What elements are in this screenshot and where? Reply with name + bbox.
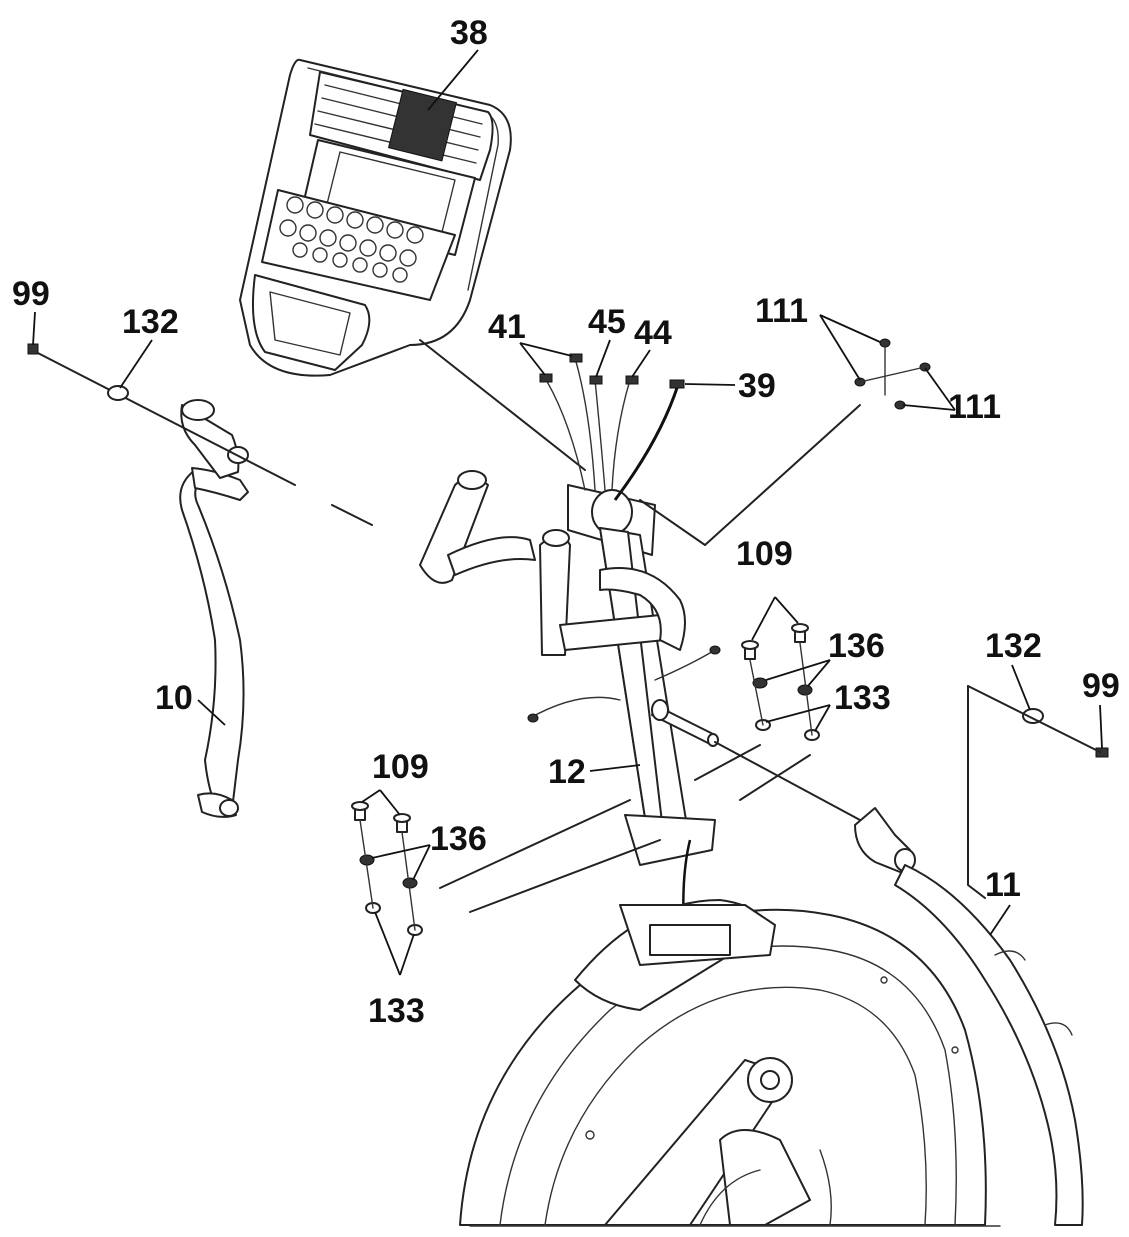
callout-111-top: 111 [755, 292, 808, 330]
leader-10 [197, 699, 226, 726]
console-mount-line [419, 339, 586, 471]
pivot-axle [651, 699, 719, 747]
callout-109-left: 109 [372, 748, 429, 786]
mast-part [567, 484, 716, 866]
leader-99-left [32, 311, 36, 346]
callout-39: 39 [738, 367, 776, 405]
plate-mount-line [639, 499, 706, 546]
callout-38: 38 [450, 14, 488, 52]
fixed-handle-grips [419, 470, 686, 656]
callout-41: 41 [488, 308, 526, 346]
left-fastener-line-2 [469, 839, 661, 913]
wire-connectors [539, 353, 692, 946]
right-screw-99 [1095, 747, 1109, 758]
callout-133-right: 133 [834, 679, 891, 717]
callout-10: 10 [155, 679, 193, 717]
callout-111-bottom: 111 [948, 388, 1001, 426]
callout-132-right: 132 [985, 627, 1042, 665]
callout-136-left: 136 [430, 820, 487, 858]
callout-132-left: 132 [122, 303, 179, 341]
screws-111 [819, 314, 956, 411]
callout-133-left: 133 [368, 992, 425, 1030]
right-fastener-line-2 [739, 754, 811, 801]
left-washer-132 [107, 385, 129, 401]
callout-109-right: 109 [736, 535, 793, 573]
right-fasteners [741, 596, 831, 741]
right-handlebar-part [854, 807, 1084, 1226]
right-fastener-line [694, 744, 761, 781]
leader-11 [989, 904, 1011, 936]
callout-45: 45 [588, 303, 626, 341]
leader-39 [684, 383, 736, 386]
left-screw-99 [27, 343, 39, 355]
callout-99-left: 99 [12, 275, 50, 313]
callout-99-right: 99 [1082, 667, 1120, 705]
keypad-buttons [279, 196, 424, 283]
left-fastener-line [439, 799, 631, 889]
callout-136-right: 136 [828, 627, 885, 665]
leader-38 [427, 49, 479, 111]
leader-41a [519, 342, 573, 357]
left-axle-dash [331, 504, 373, 526]
leader-45 [595, 339, 611, 378]
flywheel-housing [459, 899, 987, 1226]
console-part [239, 58, 512, 377]
screw-111-mount-line [704, 404, 861, 546]
leader-41b [519, 342, 546, 376]
callout-11: 11 [985, 866, 1021, 904]
leader-44 [631, 349, 651, 378]
left-axle-line [31, 349, 296, 486]
left-handlebar-part [179, 399, 249, 818]
leader-99-right [1099, 704, 1103, 749]
right-axle-line [714, 741, 861, 821]
right-screw-line [967, 685, 1101, 753]
small-wire [529, 696, 621, 719]
leader-12 [589, 764, 641, 772]
callout-44: 44 [634, 314, 672, 352]
right-washer-132 [1022, 708, 1044, 724]
left-fasteners [351, 789, 431, 976]
callout-12: 12 [548, 753, 586, 791]
right-handlebar-leader [967, 685, 986, 899]
leader-132-left [119, 339, 153, 389]
leader-132-right [1011, 664, 1031, 711]
